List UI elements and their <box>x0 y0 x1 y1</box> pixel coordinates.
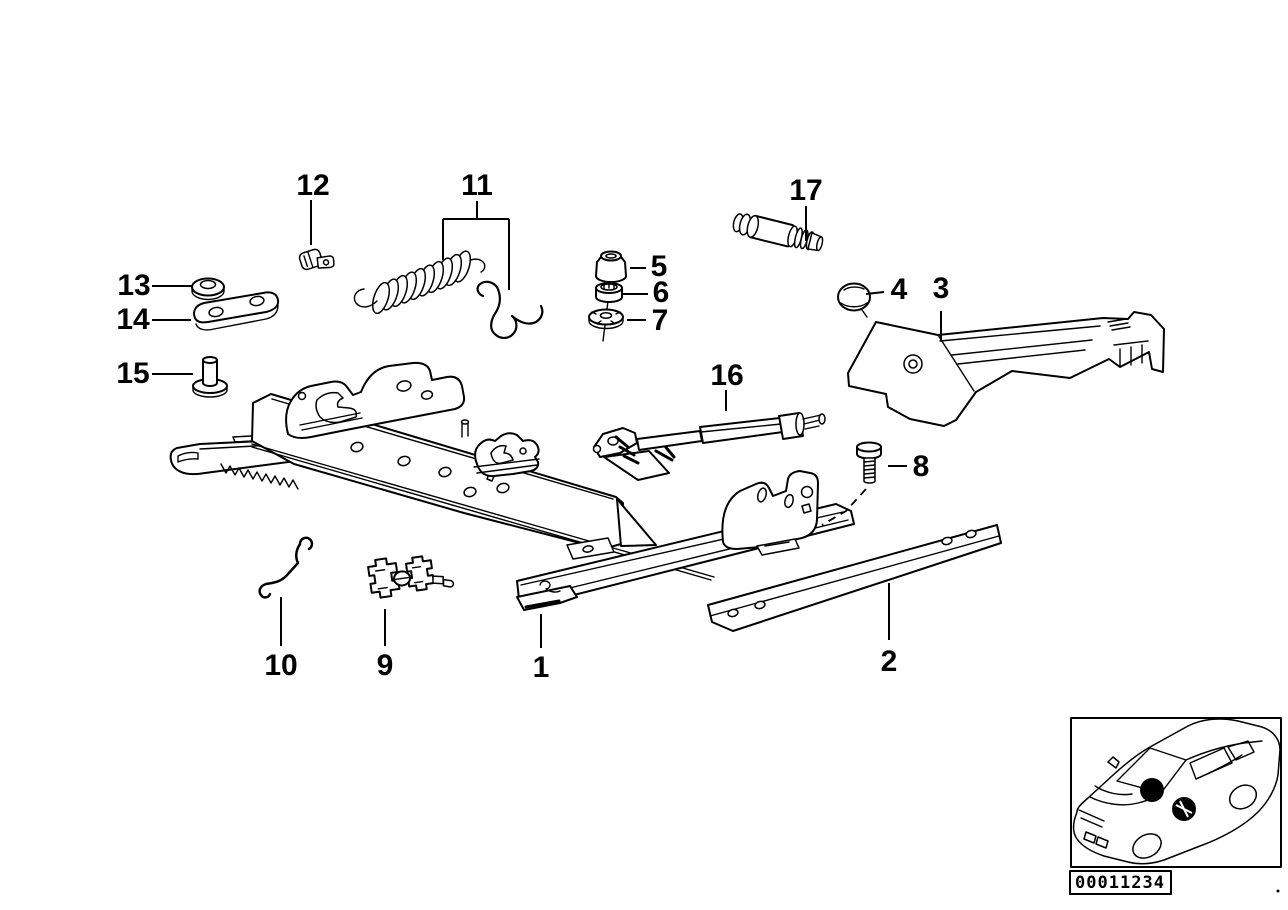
callout-14[interactable]: 14 <box>116 303 150 336</box>
part-9-catch-clamp <box>367 555 455 599</box>
part-2-mounting-strip <box>707 524 1002 632</box>
callout-15[interactable]: 15 <box>116 357 149 390</box>
callout-3[interactable]: 3 <box>933 272 950 305</box>
callout-11[interactable]: 11 <box>461 169 493 202</box>
callout-10[interactable]: 10 <box>264 649 297 682</box>
part-3-rail-cover <box>847 311 1165 427</box>
callout-17[interactable]: 17 <box>789 174 822 207</box>
callout-7[interactable]: 7 <box>652 304 669 337</box>
part-15-pin <box>192 356 228 398</box>
part-11-springs <box>353 250 544 340</box>
part-7-washer <box>588 308 624 330</box>
callout-4[interactable]: 4 <box>891 273 908 306</box>
part-13-washer <box>191 277 225 301</box>
callout-8[interactable]: 8 <box>913 450 930 483</box>
part-17-threaded-plug <box>732 213 824 252</box>
panel-stud <box>460 419 470 438</box>
callout-9[interactable]: 9 <box>377 649 394 682</box>
part-4-cap <box>837 282 871 318</box>
car-outline <box>1072 718 1281 865</box>
part-14-link-plate <box>193 291 280 331</box>
leader-lines <box>152 200 942 648</box>
part-10-release-wire <box>258 536 314 599</box>
callout-16[interactable]: 16 <box>710 359 743 392</box>
drawing-code: 00011234 <box>1075 873 1165 893</box>
car-location-inset <box>1070 717 1282 868</box>
callout-1[interactable]: 1 <box>533 651 550 684</box>
callout-5[interactable]: 5 <box>651 250 668 283</box>
drawing-code-box: 00011234 <box>1069 870 1280 895</box>
seat-position-markers <box>1140 778 1196 821</box>
callout-6[interactable]: 6 <box>653 276 670 309</box>
part-12-clip <box>298 248 335 271</box>
callout-13[interactable]: 13 <box>117 269 150 302</box>
part-8-bolt <box>821 441 882 526</box>
callouts: 1 2 3 4 5 6 7 8 9 10 11 12 13 14 15 16 1… <box>116 169 949 684</box>
callout-12[interactable]: 12 <box>296 169 329 202</box>
part-1-lower-seat-rail <box>516 470 855 611</box>
callout-2[interactable]: 2 <box>881 645 898 678</box>
part-6-nut <box>595 282 623 303</box>
part-16-drive-spindle <box>592 412 826 481</box>
